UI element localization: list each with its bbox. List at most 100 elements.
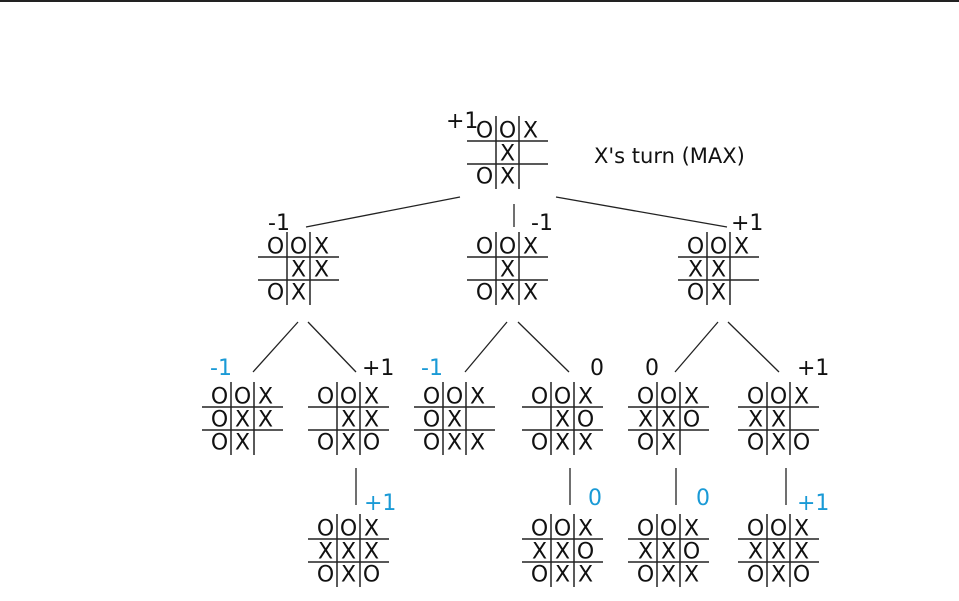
cell-mark-x: X [523,235,538,260]
cell-mark-x: X [638,540,653,565]
board-grid [628,514,709,587]
cell-mark-x: X [684,517,699,542]
cell-mark-x: X [364,385,379,410]
edge-c-c1 [674,321,719,373]
board-grid [522,514,603,587]
node-score-c1: 0 [645,356,659,381]
cell-mark-o: O [531,517,548,542]
cell-mark-x: X [500,142,515,167]
cell-mark-x: X [364,408,379,433]
board-grid [628,382,709,455]
edge-b-b1 [464,321,508,373]
board-grid [308,514,389,587]
cell-mark-x: X [291,258,306,283]
cell-mark-o: O [747,385,764,410]
cell-mark-o: O [637,385,654,410]
node-score-a2: +1 [362,356,394,381]
cell-mark-x: X [318,540,333,565]
cell-mark-o: O [234,385,251,410]
edge-a-a1 [252,321,299,373]
cell-mark-o: O [770,385,787,410]
cell-mark-x: X [470,385,485,410]
board-grid [738,382,819,455]
cell-mark-x: X [258,408,273,433]
cell-mark-x: X [684,563,699,588]
cell-mark-x: X [314,235,329,260]
edge-root-a [305,196,461,228]
cell-mark-x: X [235,408,250,433]
cell-mark-x: X [555,540,570,565]
cell-mark-o: O [211,385,228,410]
cell-mark-o: O [317,431,334,456]
cell-mark-o: O [637,431,654,456]
cell-mark-x: X [523,119,538,144]
node-score-root: +1 [446,109,478,134]
cell-mark-o: O [747,563,764,588]
cell-mark-o: O [687,235,704,260]
cell-mark-x: X [291,281,306,306]
cell-mark-x: X [523,281,538,306]
cell-mark-x: X [734,235,749,260]
board-grid [467,232,548,305]
node-score-b2: 0 [590,356,604,381]
cell-mark-o: O [747,517,764,542]
board-grid [258,232,339,305]
cell-mark-x: X [771,540,786,565]
cell-mark-x: X [555,408,570,433]
cell-mark-x: X [748,408,763,433]
board-grid [202,382,283,455]
cell-mark-o: O [577,408,594,433]
cell-mark-x: X [794,540,809,565]
cell-mark-x: X [578,563,593,588]
cell-mark-o: O [531,431,548,456]
node-score-c2: +1 [797,356,829,381]
cell-mark-o: O [637,517,654,542]
cell-mark-o: O [211,408,228,433]
cell-mark-o: O [340,517,357,542]
board-grid [467,116,548,189]
cell-mark-x: X [314,258,329,283]
cell-mark-x: X [364,517,379,542]
cell-mark-o: O [687,281,704,306]
board-grid [414,382,495,455]
cell-mark-x: X [684,385,699,410]
cell-mark-x: X [771,431,786,456]
cell-mark-o: O [554,517,571,542]
top-rule [0,0,959,2]
cell-mark-x: X [794,385,809,410]
edge-b-b2 [517,321,570,373]
board-grid [308,382,389,455]
cell-mark-x: X [447,408,462,433]
cell-mark-o: O [476,119,493,144]
cell-mark-x: X [555,563,570,588]
cell-mark-x: X [771,563,786,588]
cell-mark-o: O [446,385,463,410]
cell-mark-o: O [423,385,440,410]
cell-mark-o: O [423,408,440,433]
cell-mark-x: X [258,385,273,410]
node-score-c1a: 0 [696,486,710,511]
tree-edges [252,196,787,505]
board-grid [678,232,759,305]
node-score-c: +1 [731,211,763,236]
cell-mark-x: X [555,431,570,456]
cell-mark-x: X [447,431,462,456]
cell-mark-o: O [683,540,700,565]
cell-mark-o: O [363,563,380,588]
edge-root-c [555,196,728,228]
cell-mark-o: O [577,540,594,565]
cell-mark-x: X [341,431,356,456]
